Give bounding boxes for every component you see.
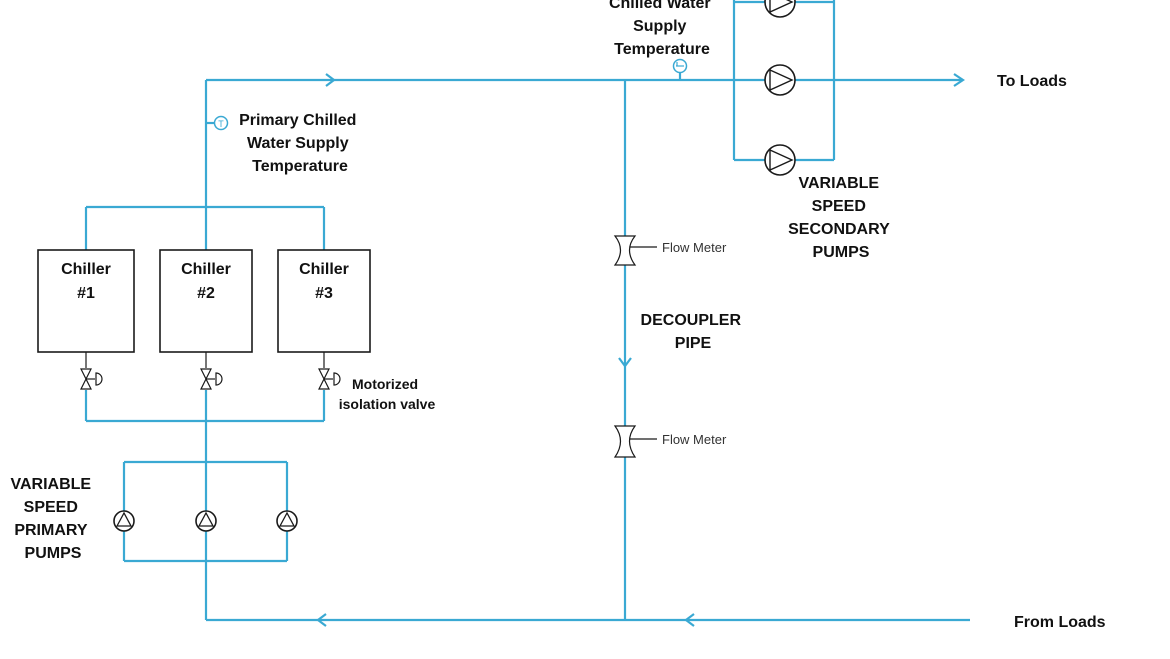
pump-icon bbox=[764, 144, 796, 176]
primary-pumps-label: VARIABLE SPEED PRIMARY PUMPS bbox=[10, 476, 95, 562]
isolation-valve-label: Motorized isolation valve bbox=[339, 376, 436, 412]
flow-meter-bottom-label: Flow Meter bbox=[662, 432, 727, 447]
pump-icon bbox=[764, 0, 796, 18]
decoupler-label: DECOUPLER PIPE bbox=[641, 312, 746, 352]
secondary-temp-label: Chilled Water Supply Temperature bbox=[609, 0, 715, 58]
flow-meter-icon bbox=[613, 425, 657, 458]
primary-temp-label: Primary Chilled Water Supply Temperature bbox=[239, 112, 361, 175]
chiller-return-pipes bbox=[84, 352, 326, 620]
svg-text:Chiller: Chiller bbox=[61, 261, 111, 278]
chiller-supply-manifold bbox=[84, 205, 326, 250]
chiller-1: Chiller #1 bbox=[37, 249, 135, 353]
flow-arrow-icon bbox=[684, 613, 695, 627]
temperature-sensor-icon: T bbox=[206, 115, 229, 131]
isolation-valve-icon bbox=[200, 368, 223, 390]
from-loads-label: From Loads bbox=[1014, 614, 1106, 631]
isolation-valve-icon bbox=[80, 368, 103, 390]
svg-text:#2: #2 bbox=[197, 285, 215, 302]
svg-text:Chiller: Chiller bbox=[181, 261, 231, 278]
svg-text:Chiller: Chiller bbox=[299, 261, 349, 278]
flow-arrow-icon bbox=[953, 73, 965, 87]
chiller-3: Chiller #3 bbox=[277, 249, 371, 353]
flow-arrow-icon bbox=[325, 73, 336, 87]
pump-icon bbox=[195, 510, 217, 532]
pump-icon bbox=[113, 510, 135, 532]
svg-text:#1: #1 bbox=[77, 285, 95, 302]
svg-text:T: T bbox=[218, 119, 224, 129]
secondary-pumps-label: VARIABLE SPEED SECONDARY PUMPS bbox=[788, 175, 894, 261]
flow-arrow-icon bbox=[618, 357, 632, 368]
chiller-2: Chiller #2 bbox=[159, 249, 253, 353]
supply-header-pipe bbox=[204, 78, 963, 250]
pump-icon bbox=[276, 510, 298, 532]
svg-text:#3: #3 bbox=[315, 285, 333, 302]
to-loads-label: To Loads bbox=[997, 73, 1067, 90]
temperature-sensor-icon bbox=[672, 58, 688, 80]
flow-arrow-icon bbox=[316, 613, 327, 627]
pump-icon bbox=[764, 64, 796, 96]
flow-meter-icon bbox=[613, 235, 657, 266]
flow-meter-top-label: Flow Meter bbox=[662, 240, 727, 255]
isolation-valve-icon bbox=[318, 368, 341, 390]
